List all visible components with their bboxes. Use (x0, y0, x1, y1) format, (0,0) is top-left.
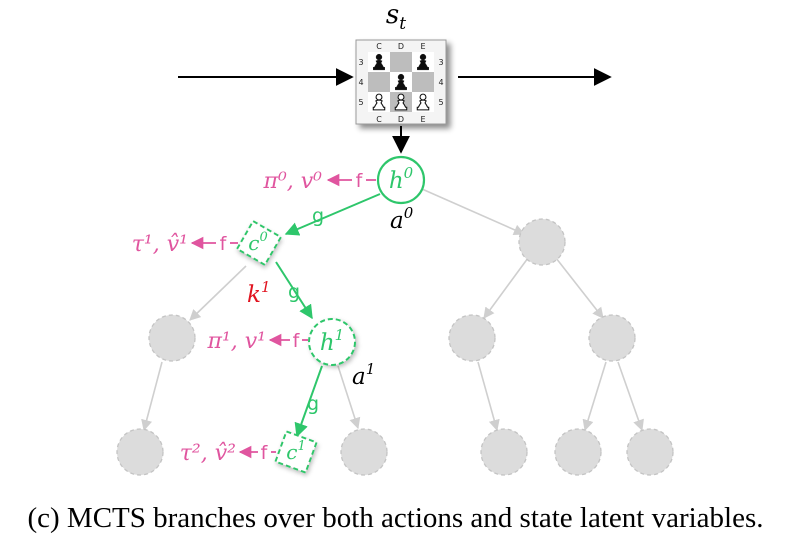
node-h0: h0 (376, 155, 426, 205)
node-c0-label-base: c (248, 231, 259, 255)
node-h1: h1 (308, 318, 356, 366)
tree-node-right-root (518, 218, 566, 266)
output-c0: τ¹, v̂¹ (132, 232, 188, 257)
tree-node-leaf-1 (116, 428, 164, 476)
node-h0-shape (376, 155, 426, 205)
output-c1: τ², v̂² (180, 441, 236, 466)
board-file-label-bottom: E (420, 115, 425, 124)
output-h0: π⁰, v⁰ (262, 169, 322, 194)
board-file-label-bottom: D (398, 115, 404, 124)
state-label-base: s (386, 0, 399, 30)
node-h1-shape (308, 318, 356, 366)
edge-rr-left (582, 361, 607, 432)
edge-c0-h1 (275, 261, 313, 320)
edge-right-root-left (483, 257, 529, 319)
edge-c0-left (189, 265, 247, 321)
action-label-a0: a0 (390, 204, 414, 234)
node-c0-label: c0 (248, 230, 267, 255)
node-c0: c0 (235, 219, 283, 267)
board-square (412, 72, 434, 92)
tree-node-leaf-4 (554, 428, 602, 476)
g-label-1: g (312, 205, 324, 227)
f-label-3: f (293, 330, 301, 352)
edge-left-node-down (141, 361, 163, 432)
edge-rl-down (477, 361, 500, 432)
output-h1: π¹, v¹ (206, 329, 266, 354)
g-label-3: g (307, 393, 319, 415)
f-label-2: f (220, 233, 228, 255)
board-rank-label-right: 5 (438, 98, 443, 107)
latent-label-k1-base: k (247, 282, 261, 308)
tree-node-leaf-2 (340, 428, 388, 476)
board-square (368, 72, 390, 92)
action-label-a1-sup: 1 (366, 360, 376, 378)
board-rank-label-left: 4 (358, 78, 363, 87)
node-c0-label-sup: 0 (259, 230, 267, 245)
latent-label-k1: k1 (247, 278, 270, 308)
state-label-sub: t (399, 14, 406, 34)
action-label-a0-sup: 0 (404, 204, 414, 222)
node-h0-label: h0 (389, 164, 414, 194)
board-file-label-top: C (376, 42, 382, 51)
latent-label-k1-sup: 1 (261, 278, 271, 296)
board-rank-label-right: 3 (438, 58, 443, 67)
f-label-4: f (261, 442, 269, 464)
board-square (390, 52, 412, 72)
node-h1-label-sup: 1 (335, 326, 345, 344)
edge-h0-c0 (284, 193, 381, 236)
edge-rr-right (617, 361, 644, 432)
node-c1-label-sup: 1 (297, 439, 305, 454)
edge-h1-right (337, 365, 361, 430)
node-h0-label-base: h (389, 168, 404, 194)
node-c1-label: c1 (286, 439, 305, 464)
chess-board: C C D D E E 3 3 4 4 5 5 (355, 39, 447, 125)
tree-node-right-right (588, 314, 636, 362)
node-h0-label-sup: 0 (404, 164, 414, 182)
board-rank-label-left: 3 (358, 58, 363, 67)
node-c1: c1 (274, 430, 318, 474)
node-h1-label-base: h (320, 330, 335, 356)
board-file-label-top: D (398, 42, 404, 51)
g-label-2: g (288, 281, 300, 303)
tree-node-leaf-3 (480, 428, 528, 476)
action-label-a0-base: a (390, 208, 404, 234)
unexpanded-edges (141, 188, 644, 432)
figure-caption: (c) MCTS branches over both actions and … (27, 502, 764, 534)
board-file-label-top: E (420, 42, 425, 51)
edge-h1-c1 (294, 365, 323, 438)
tree-node-left (148, 314, 196, 362)
edge-right-root-right (555, 257, 604, 319)
board-rank-label-right: 4 (438, 78, 443, 87)
board-rank-label-left: 5 (358, 98, 363, 107)
board-file-label-bottom: C (376, 115, 382, 124)
f-label-1: f (356, 170, 364, 192)
dynamics-edges (275, 193, 381, 438)
node-c1-shape (274, 430, 318, 474)
tree-node-leaf-5 (626, 428, 674, 476)
tree-node-right-left (448, 314, 496, 362)
prediction-edges (190, 173, 376, 459)
unexpanded-nodes (116, 218, 674, 476)
edge-h0-right (421, 188, 526, 236)
node-h1-label: h1 (320, 326, 344, 356)
action-label-a1: a1 (352, 360, 375, 390)
action-label-a1-base: a (352, 364, 366, 390)
node-c1-label-base: c (286, 440, 297, 464)
node-c0-shape (235, 219, 283, 267)
state-label: st (386, 0, 406, 34)
